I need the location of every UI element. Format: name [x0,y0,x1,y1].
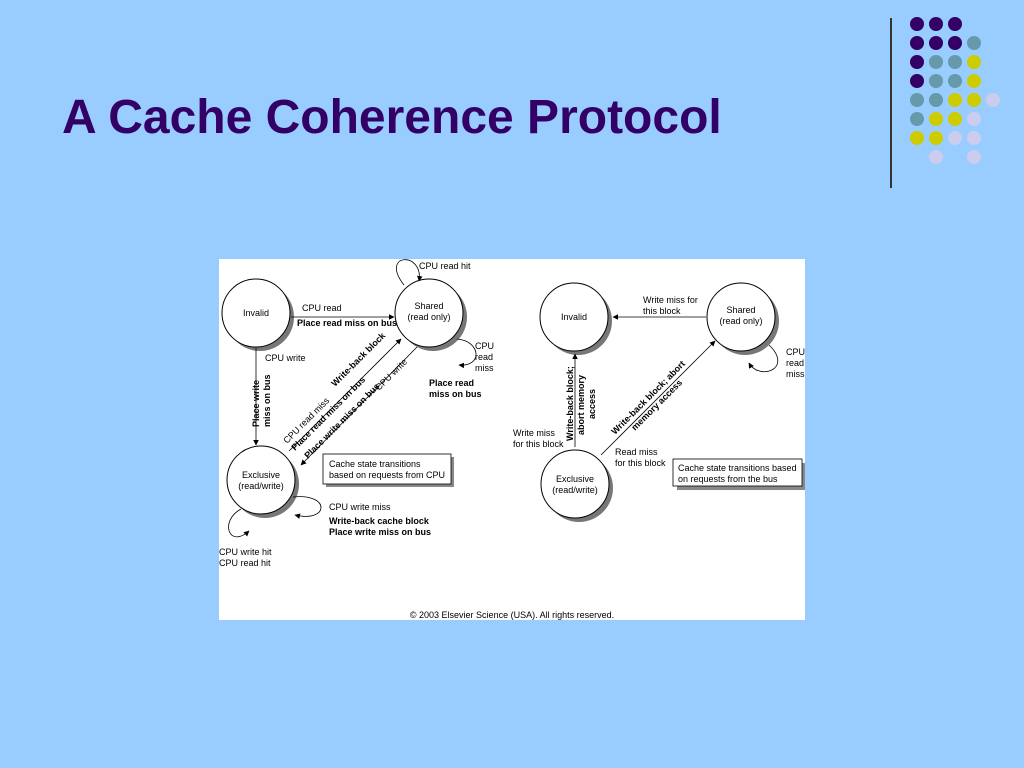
bus-state-exclusive-sublabel: (read/write) [552,485,598,495]
cpu-state-invalid-label: Invalid [243,308,269,318]
decor-dot [948,74,962,88]
copyright-text: © 2003 Elsevier Science (USA). All right… [410,610,614,620]
place-read-label: Place read [429,378,474,388]
shared-loop-label-1: CPU [475,341,494,351]
decor-dot [910,74,924,88]
decor-dot [967,150,981,164]
place-write-label: Place write [251,380,261,427]
shared-loop-label-2: read [475,352,493,362]
decor-dot [948,112,962,126]
wb-abort-diag-label-1: Write-back block; abort [609,359,687,437]
cpu-state-shared-label: Shared [414,301,443,311]
cpu-transitions-panel: Invalid Shared (read only) Exclusive (re… [219,259,494,568]
cpu-state-shared-sublabel: (read only) [407,312,450,322]
shared-read-miss-loop-arrow [456,338,477,369]
state-diagram-svg: Invalid Shared (read only) Exclusive (re… [219,259,805,620]
decor-dot [929,17,943,31]
cpu-state-shared: Shared (read only) [394,278,467,351]
decor-dot [929,112,943,126]
cpu-write-miss-loop-arrow [292,496,322,519]
read-miss-label-2: for this block [615,458,666,468]
bus-state-exclusive: Exclusive (read/write) [540,449,613,522]
decor-dot [929,74,943,88]
write-miss-for-label: Write miss for [643,295,698,305]
bus-shared-loop-label-1: CPU [786,347,805,357]
bus-shared-loop-label-3: miss [786,369,805,379]
decor-dot [910,36,924,50]
decor-dot [929,131,943,145]
bus-exclusive-to-shared-arrow [600,340,716,456]
cpu-write-hit-label: CPU write hit [219,547,272,557]
title-divider-line [890,18,892,188]
bus-legend-box: Cache state transitions based on request… [672,458,805,490]
cpu-write-miss-label: CPU write miss [329,502,391,512]
decor-dot [948,131,962,145]
cpu-read-hit-loop-arrow [396,259,423,286]
bus-state-shared-label: Shared [726,305,755,315]
decor-dot [967,74,981,88]
cpu-read-hit-2-label: CPU read hit [219,558,271,568]
decor-dot [929,36,943,50]
cpu-legend-line-2: based on requests from CPU [329,470,445,480]
cache-coherence-diagram: Invalid Shared (read only) Exclusive (re… [219,259,805,620]
exclusive-to-shared-arrow [288,338,402,452]
decor-dot [967,36,981,50]
decor-dot [910,112,924,126]
decor-dot [967,55,981,69]
wb-abort-label-2: abort memory [576,375,586,435]
bus-legend-line-2: on requests from the bus [678,474,778,484]
shared-to-exclusive-arrow [300,346,418,466]
decor-dot [910,93,924,107]
decor-dot [948,17,962,31]
decor-dot [967,112,981,126]
shared-loop-label-3: miss [475,363,494,373]
cpu-legend-line-1: Cache state transitions [329,459,421,469]
bus-state-invalid: Invalid [539,282,612,355]
cpu-read-label: CPU read [302,303,342,313]
bus-transitions-panel: Invalid Shared (read only) Exclusive (re… [513,282,805,522]
bus-state-shared: Shared (read only) [706,282,779,355]
decor-dot [948,36,962,50]
cpu-legend-box: Cache state transitions based on request… [322,453,454,487]
place-read-sublabel: miss on bus [429,389,482,399]
write-miss-block-label-1: Write miss [513,428,555,438]
place-write-miss-on-bus-label: Place write miss on bus [329,527,431,537]
decor-dot [967,93,981,107]
decor-dot [910,131,924,145]
bus-shared-loop-arrow [748,344,778,372]
read-miss-label-1: Read miss [615,447,658,457]
bus-shared-loop-label-2: read [786,358,804,368]
cpu-write-label: CPU write [265,353,306,363]
decor-dot [910,55,924,69]
decor-dot [929,93,943,107]
write-back-cache-block-label: Write-back cache block [329,516,430,526]
decor-dot [910,17,924,31]
cpu-state-invalid: Invalid [221,278,294,351]
write-miss-for-sublabel: this block [643,306,681,316]
cpu-write-hit-loop-arrow [228,508,250,538]
cpu-read-hit-label: CPU read hit [419,261,471,271]
cpu-state-exclusive: Exclusive (read/write) [226,445,299,518]
decor-dot [948,93,962,107]
bus-state-shared-sublabel: (read only) [719,316,762,326]
bus-legend-line-1: Cache state transitions based [678,463,797,473]
decor-dot [929,150,943,164]
wb-abort-label-3: access [587,389,597,419]
bus-state-invalid-label: Invalid [561,312,587,322]
slide-title: A Cache Coherence Protocol [62,91,722,144]
cpu-state-exclusive-sublabel: (read/write) [238,481,284,491]
place-read-miss-label: Place read miss on bus [297,318,397,328]
decor-dot [986,93,1000,107]
cpu-write-diag-label: CPU write [373,357,409,393]
place-write-sublabel: miss on bus [262,374,272,427]
decor-dot [929,55,943,69]
wb-abort-label-1: Write-back block; [565,366,575,441]
write-miss-block-label-2: for this block [513,439,564,449]
decor-dot [948,55,962,69]
bus-state-exclusive-label: Exclusive [556,474,594,484]
decor-dot [967,131,981,145]
cpu-state-exclusive-label: Exclusive [242,470,280,480]
